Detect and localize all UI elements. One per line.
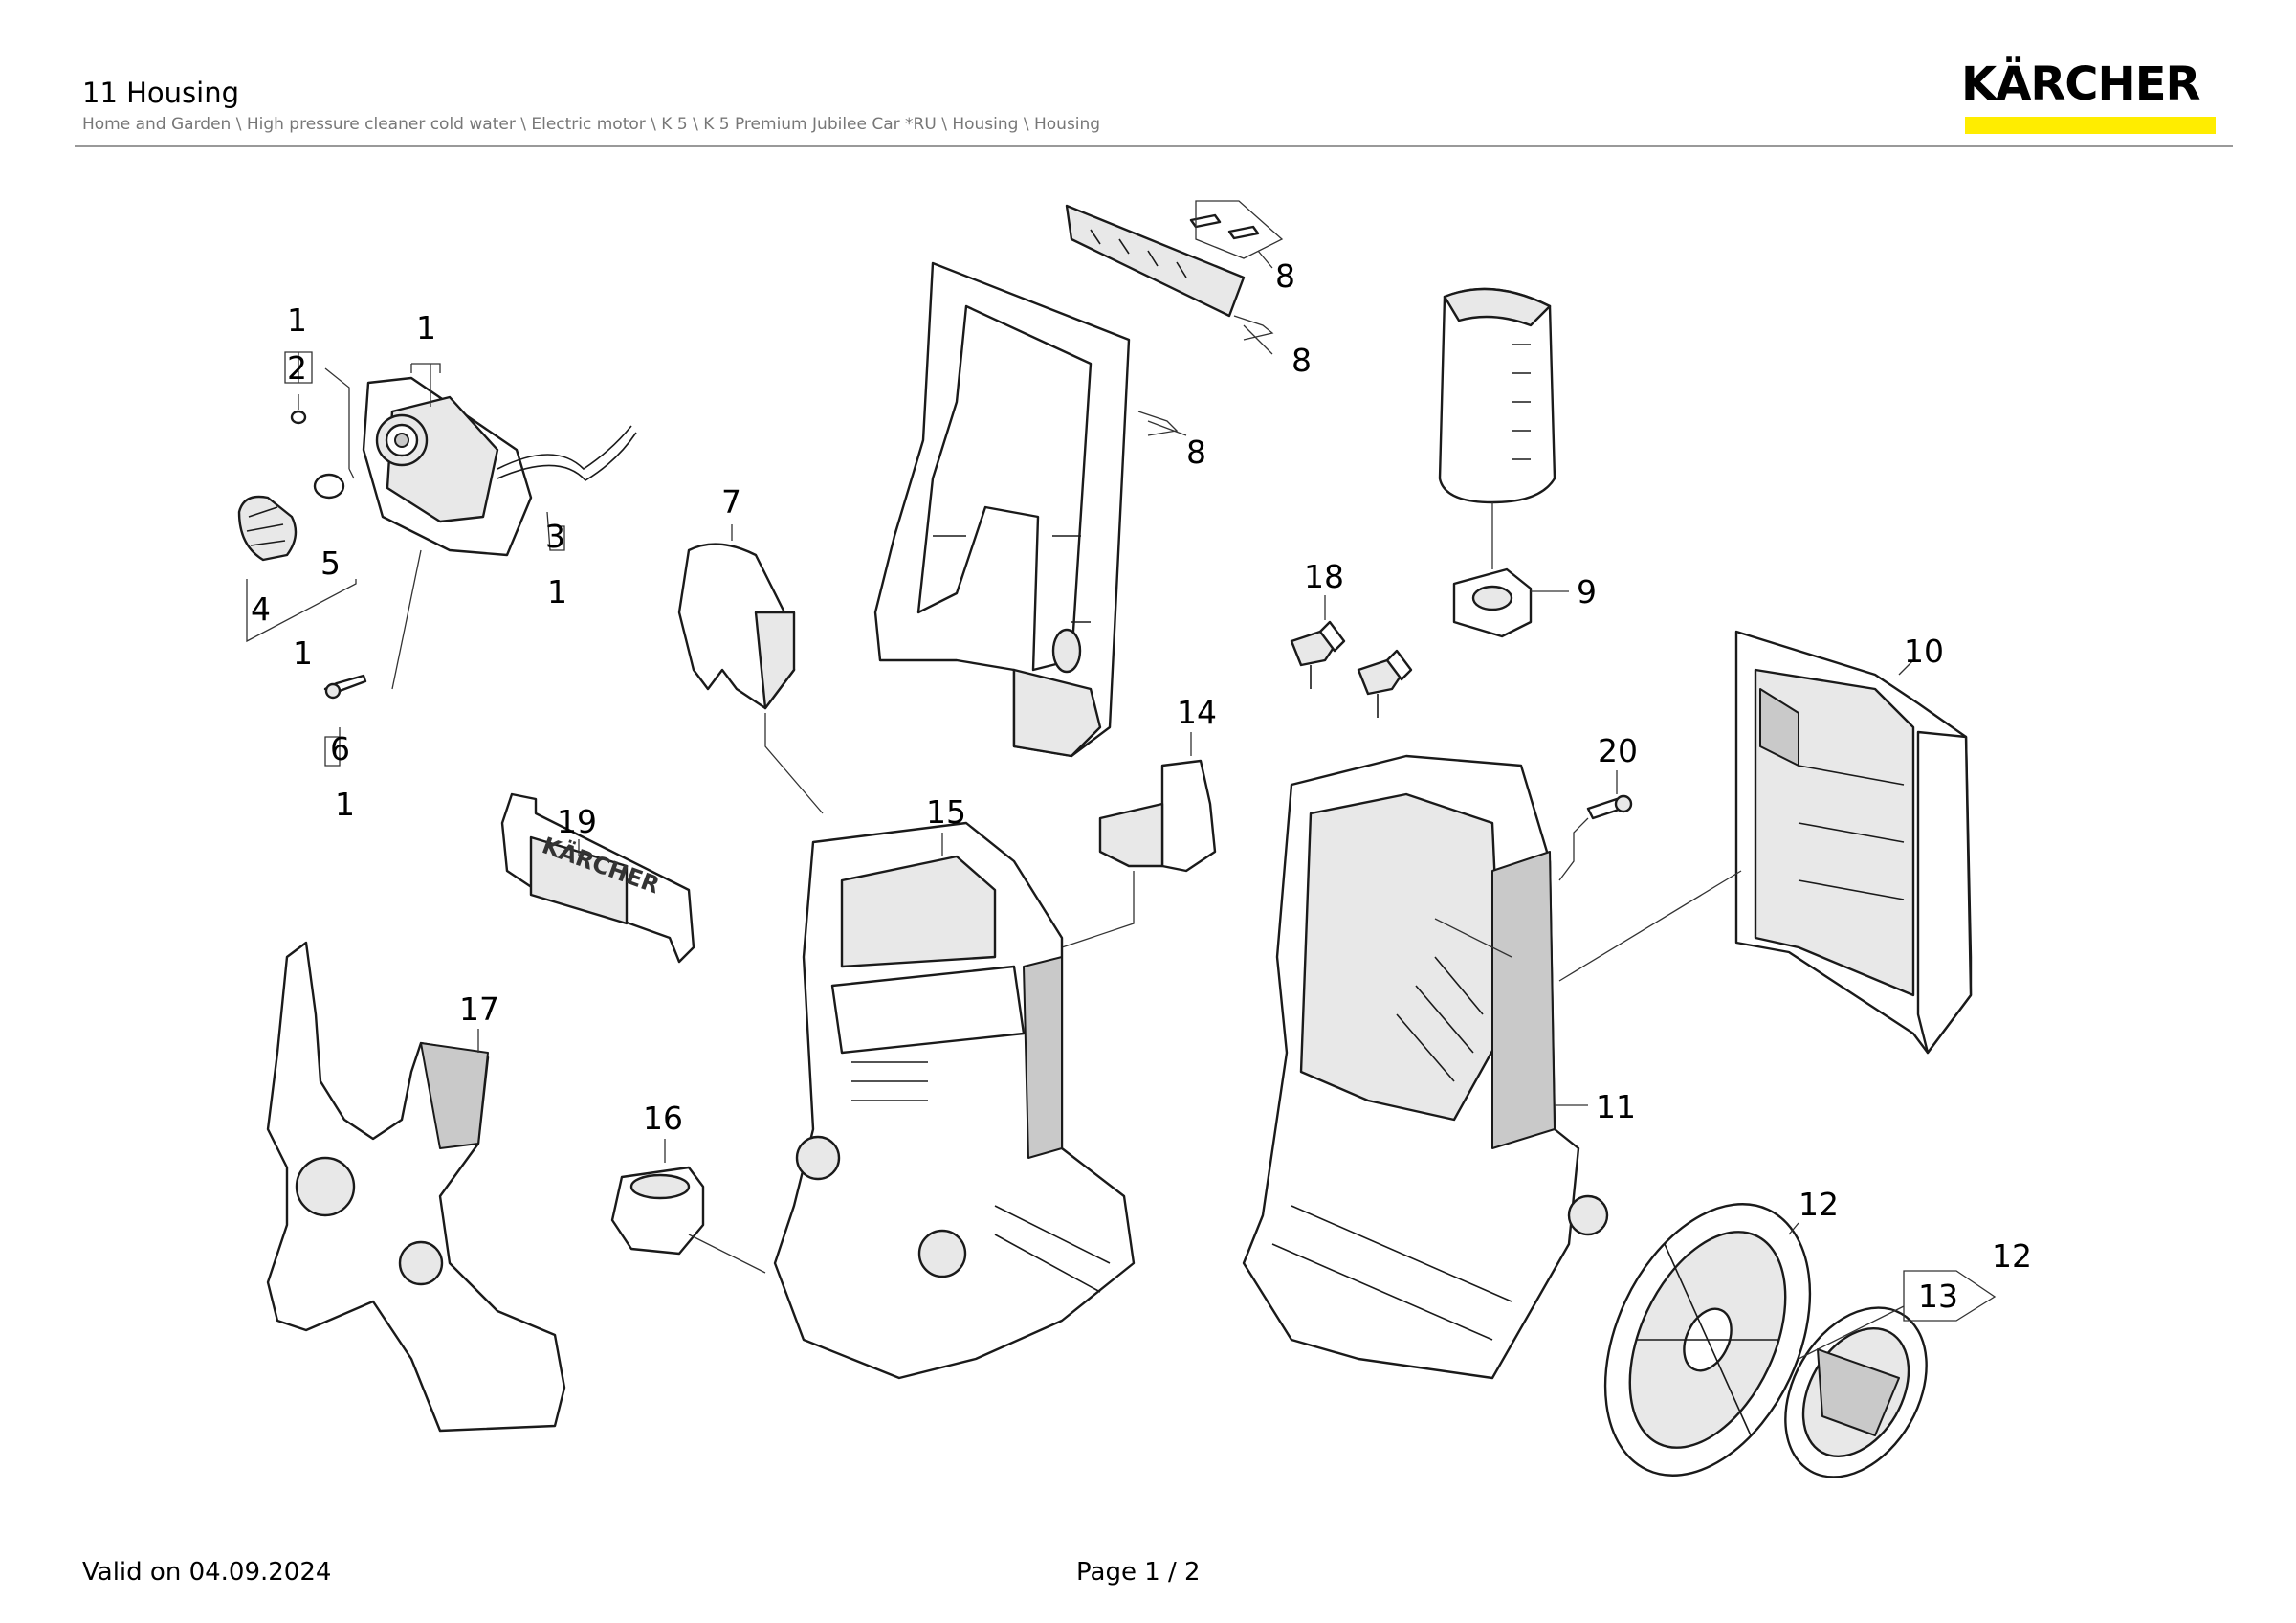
leader-11-inner xyxy=(1434,918,1512,958)
part-11-chassis xyxy=(1242,754,1609,1380)
bracket-13 xyxy=(1798,1270,1997,1360)
part-8-top-rail xyxy=(1065,204,1246,318)
part-1-hose-connector-assembly xyxy=(362,376,637,557)
leader-5 xyxy=(324,367,355,479)
part-8-handle-frame xyxy=(873,261,1131,758)
callout-6: 6 xyxy=(330,730,350,767)
part-4-knob xyxy=(237,495,298,562)
page-title: 11 Housing xyxy=(82,77,240,109)
part-20-screw xyxy=(1586,794,1633,820)
part-14-hose-hook xyxy=(1098,759,1217,873)
leaders-8 xyxy=(1137,250,1274,436)
part-17-front-trim xyxy=(266,941,566,1433)
breadcrumb[interactable]: Home and Garden \ High pressure cleaner … xyxy=(82,115,1101,134)
header-divider xyxy=(75,145,2233,147)
bracket-3 xyxy=(546,511,565,551)
callout-14: 14 xyxy=(1177,694,1217,731)
callout-13: 13 xyxy=(1918,1278,1958,1315)
callout-1: 1 xyxy=(287,301,307,339)
callout-3: 3 xyxy=(545,518,565,555)
part-5-o-ring xyxy=(313,473,345,500)
part-9-detergent-container xyxy=(1438,287,1556,638)
callout-7: 7 xyxy=(721,483,741,521)
bracket-4 xyxy=(246,579,357,643)
part-12-wheel xyxy=(1603,1203,1812,1477)
callout-15: 15 xyxy=(926,793,966,831)
callout-17: 17 xyxy=(459,990,499,1028)
part-16-holder xyxy=(610,1166,705,1256)
callout-10: 10 xyxy=(1904,633,1944,670)
part-2-o-ring-small xyxy=(290,410,307,425)
part-19-logo-badge: KÄRCHER xyxy=(500,792,695,964)
callout-18: 18 xyxy=(1304,558,1344,595)
part-15-front-housing xyxy=(773,821,1136,1380)
callout-9: 9 xyxy=(1577,573,1597,611)
callout-2: 2 xyxy=(287,349,307,387)
callout-19: 19 xyxy=(557,803,597,840)
bracket-6 xyxy=(324,727,341,767)
part-10-rear-cover xyxy=(1734,630,1973,1055)
callout-20: 20 xyxy=(1598,732,1638,769)
callout-12: 12 xyxy=(1992,1237,2032,1275)
callout-8: 8 xyxy=(1275,257,1295,295)
callout-11: 11 xyxy=(1596,1088,1636,1125)
callout-1: 1 xyxy=(335,786,355,823)
leader-1-top xyxy=(298,363,441,410)
leader-20 xyxy=(1558,770,1618,881)
callout-1: 1 xyxy=(293,634,313,672)
callout-5: 5 xyxy=(320,545,341,582)
leader-6-to-cover xyxy=(391,549,422,690)
leader-12 xyxy=(1788,1222,1799,1235)
callout-16: 16 xyxy=(643,1100,683,1137)
part-6-screw xyxy=(323,674,367,700)
logo-text: KÄRCHER xyxy=(1961,57,2200,111)
leader-11-to-10 xyxy=(1558,870,1742,982)
logo-yellow-bar xyxy=(1965,117,2216,134)
leader-16 xyxy=(664,1139,766,1274)
callout-8: 8 xyxy=(1292,342,1312,379)
bracket-2 xyxy=(284,351,313,384)
part-7-nozzle-holder xyxy=(677,543,796,710)
callout-1: 1 xyxy=(416,309,436,346)
callout-4: 4 xyxy=(251,590,271,628)
part-13-hubcap xyxy=(1784,1306,1928,1478)
leader-14 xyxy=(1061,732,1192,948)
callout-8: 8 xyxy=(1186,434,1206,471)
leader-10 xyxy=(1898,659,1914,676)
karcher-logo: KÄRCHER xyxy=(1961,61,2219,138)
callout-1: 1 xyxy=(547,573,567,611)
valid-date: Valid on 04.09.2024 xyxy=(82,1558,332,1587)
part-18-connectors xyxy=(1290,620,1413,718)
part-8-screws xyxy=(1189,200,1284,259)
leader-7-to-15 xyxy=(764,713,824,814)
page-number: Page 1 / 2 xyxy=(1076,1558,1201,1587)
callout-12: 12 xyxy=(1799,1186,1839,1223)
